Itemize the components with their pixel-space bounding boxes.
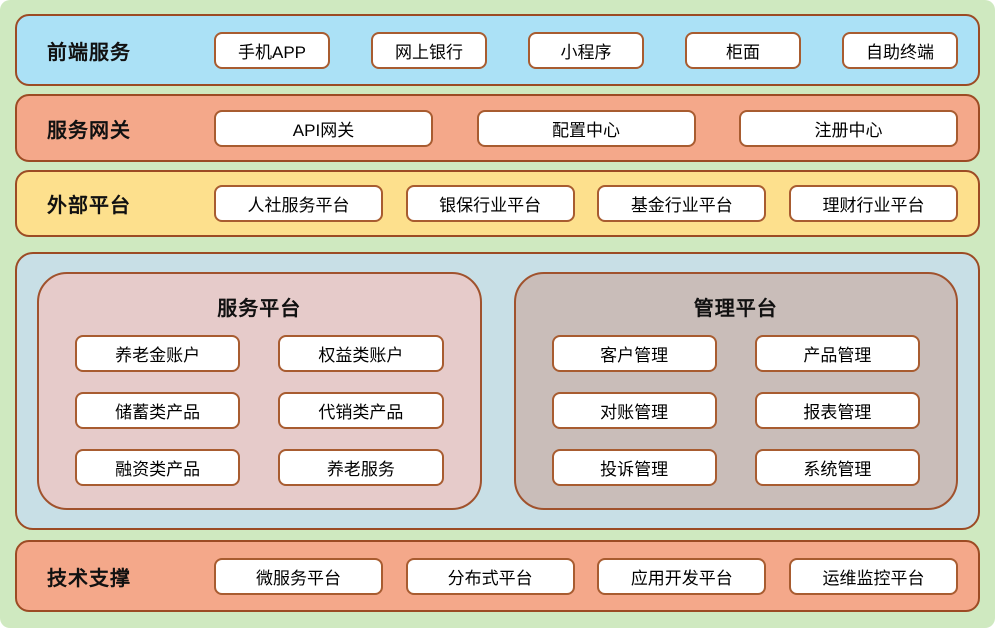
frontend-layer-title: 前端服务 xyxy=(47,41,131,64)
node-registry-center: 注册中心 xyxy=(739,109,958,147)
node-social-security-platform: 人社服务平台 xyxy=(214,185,383,222)
management-platform-title: 管理平台 xyxy=(693,298,778,320)
service-platform-title: 服务平台 xyxy=(217,298,302,320)
node-distributed-platform: 分布式平台 xyxy=(405,557,575,595)
external-layer-title: 外部平台 xyxy=(47,195,131,217)
node-pension-account: 养老金账户 xyxy=(75,335,241,372)
node-complaint-mgmt: 投诉管理 xyxy=(551,449,717,486)
node-system-mgmt: 系统管理 xyxy=(754,449,920,486)
management-platform-items: 客户管理 产品管理 对账管理 报表管理 投诉管理 系统管理 xyxy=(546,333,927,486)
node-savings-products: 储蓄类产品 xyxy=(75,392,241,429)
node-wealth-industry-platform: 理财行业平台 xyxy=(788,185,958,222)
frontend-layer: 前端服务 手机APP 网上银行 小程序 柜面 自助终端 xyxy=(15,14,980,86)
external-items: 人社服务平台 银保行业平台 基金行业平台 理财行业平台 xyxy=(214,185,958,222)
node-api-gateway: API网关 xyxy=(214,109,433,147)
gateway-layer-title: 服务网关 xyxy=(47,119,131,142)
node-online-banking: 网上银行 xyxy=(371,31,487,69)
node-self-service-terminal: 自助终端 xyxy=(842,31,958,69)
node-report-mgmt: 报表管理 xyxy=(754,392,920,429)
node-bank-insurance-platform: 银保行业平台 xyxy=(405,185,575,222)
node-product-mgmt: 产品管理 xyxy=(754,335,920,372)
node-config-center: 配置中心 xyxy=(476,109,696,147)
node-mini-program: 小程序 xyxy=(528,31,644,69)
service-platform-items: 养老金账户 权益类账户 储蓄类产品 代销类产品 融资类产品 养老服务 xyxy=(69,333,450,486)
node-ops-monitoring-platform: 运维监控平台 xyxy=(788,557,958,595)
tech-support-layer: 技术支撑 微服务平台 分布式平台 应用开发平台 运维监控平台 xyxy=(15,540,980,612)
tech-support-items: 微服务平台 分布式平台 应用开发平台 运维监控平台 xyxy=(214,557,958,595)
node-reconciliation-mgmt: 对账管理 xyxy=(551,392,717,429)
node-counter: 柜面 xyxy=(685,31,801,69)
management-platform-panel: 管理平台 客户管理 产品管理 对账管理 报表管理 投诉管理 系统管理 xyxy=(513,272,958,510)
node-equity-account: 权益类账户 xyxy=(278,335,444,372)
node-consignment-products: 代销类产品 xyxy=(278,392,444,429)
node-customer-mgmt: 客户管理 xyxy=(551,335,717,372)
node-pension-services: 养老服务 xyxy=(278,449,444,486)
service-platform-panel: 服务平台 养老金账户 权益类账户 储蓄类产品 代销类产品 融资类产品 养老服务 xyxy=(37,272,482,510)
frontend-items: 手机APP 网上银行 小程序 柜面 自助终端 xyxy=(214,31,958,69)
node-mobile-app: 手机APP xyxy=(214,31,330,69)
node-app-dev-platform: 应用开发平台 xyxy=(597,557,767,595)
external-layer: 外部平台 人社服务平台 银保行业平台 基金行业平台 理财行业平台 xyxy=(15,170,980,237)
gateway-items: API网关 配置中心 注册中心 xyxy=(214,109,958,147)
node-microservice-platform: 微服务平台 xyxy=(214,557,383,595)
tech-support-layer-title: 技术支撑 xyxy=(47,567,131,590)
node-financing-products: 融资类产品 xyxy=(75,449,241,486)
gateway-layer: 服务网关 API网关 配置中心 注册中心 xyxy=(15,94,980,162)
core-platforms-section: 服务平台 养老金账户 权益类账户 储蓄类产品 代销类产品 融资类产品 养老服务 … xyxy=(15,252,980,530)
node-fund-industry-platform: 基金行业平台 xyxy=(597,185,767,222)
